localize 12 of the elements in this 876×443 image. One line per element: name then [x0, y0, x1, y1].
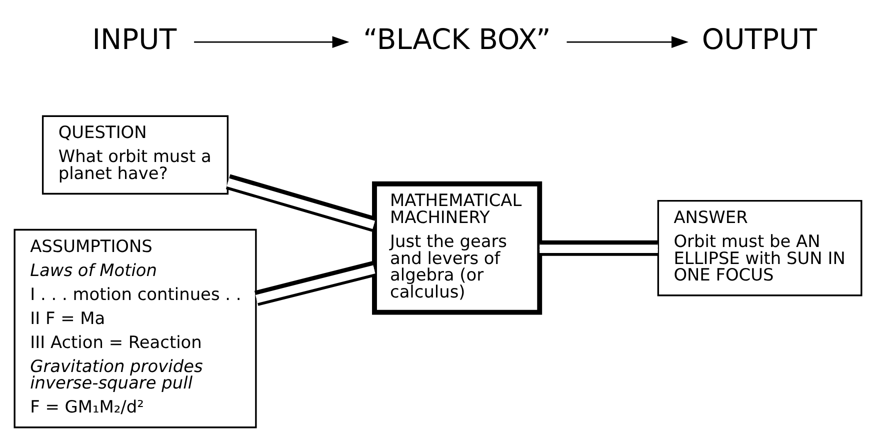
arrow	[194, 36, 350, 48]
node-text: INPUT	[92, 22, 177, 56]
node-box: MATHEMATICAL MACHINERY Just the gears and levers of algebra (or calculus)	[372, 180, 542, 314]
node-box: ANSWER Orbit must be AN ELLIPSE with SUN IN ONE FOCUS	[657, 199, 862, 296]
connector	[254, 260, 376, 306]
node-box: QUESTION What orbit must a planet have?	[42, 114, 229, 194]
connector	[540, 240, 658, 256]
arrow	[566, 36, 688, 48]
node-box: ASSUMPTIONS Laws of Motion I . . . motion continues . . II F = Ma III Action = Reaction Gravitation provides inverse-square pull F = GM₁M₂/d²	[14, 228, 257, 428]
node-text: “BLACK BOX”	[363, 22, 551, 56]
node-text: OUTPUT	[702, 22, 817, 56]
connector	[226, 174, 376, 232]
